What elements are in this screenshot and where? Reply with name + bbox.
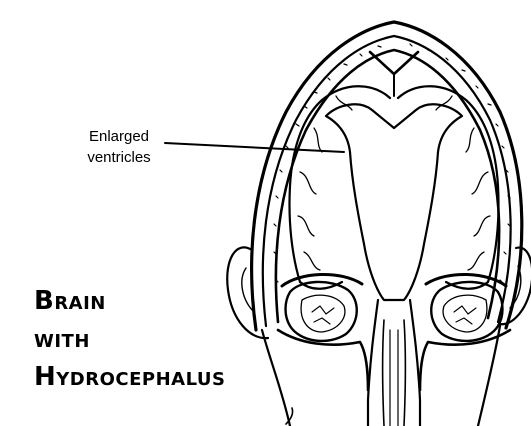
title-line-1: Brain <box>34 282 226 320</box>
label-line-1: Enlarged <box>64 126 174 147</box>
brainstem-left <box>368 300 378 426</box>
tentorium-left <box>282 274 362 286</box>
spinal-canal-left <box>383 320 385 426</box>
left-cerebellum-inner <box>301 295 345 332</box>
title-line-3: Hydrocephalus <box>34 358 226 396</box>
cerebellar-folia <box>312 306 476 324</box>
right-hemisphere <box>398 86 499 289</box>
enlarged-ventricles-label: Enlarged ventricles <box>64 126 174 168</box>
brainstem-right <box>410 300 420 426</box>
callout-leader-line <box>165 143 344 152</box>
right-cerebellum-inner <box>443 295 487 332</box>
left-hemisphere <box>289 86 390 289</box>
title-line-2: with <box>34 320 226 358</box>
skull-stipple <box>274 44 510 282</box>
diagram-title: Brain with Hydrocephalus <box>34 282 226 396</box>
neck-left <box>262 330 290 426</box>
enlarged-ventricles <box>326 104 462 300</box>
spinal-canal-right <box>404 320 406 426</box>
label-line-2: ventricles <box>64 147 174 168</box>
skull-base-left <box>278 330 368 390</box>
